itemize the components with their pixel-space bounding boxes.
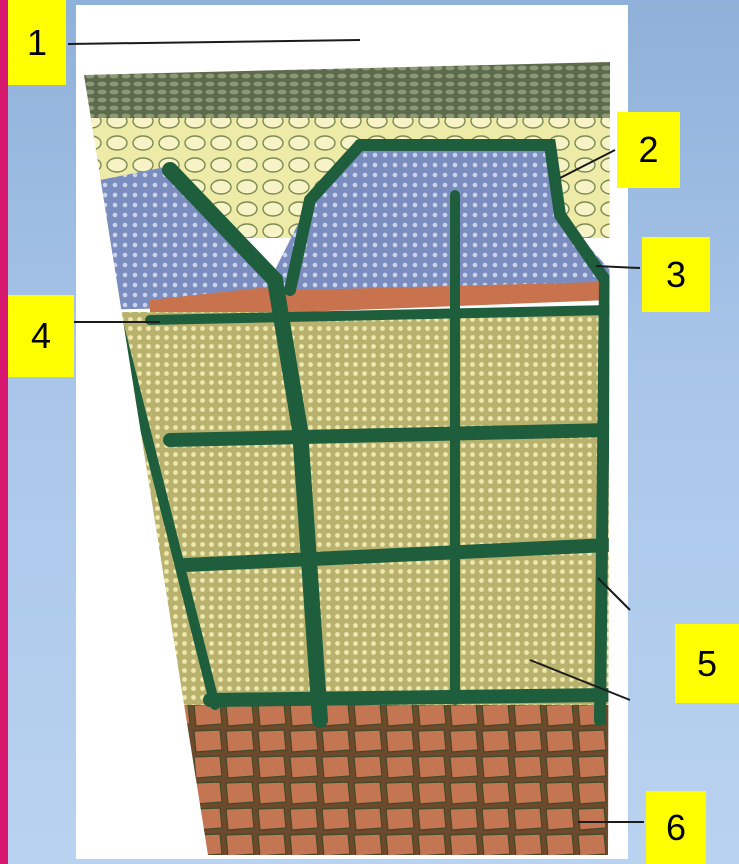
label-6-pith: 6: [646, 791, 706, 864]
label-3-phloem: 3: [642, 237, 710, 312]
label-5-xylem: 5: [675, 624, 739, 703]
label-4-cambium: 4: [8, 295, 74, 377]
label-2-cortex: 2: [617, 112, 680, 188]
label-1-epidermis: 1: [8, 0, 66, 85]
